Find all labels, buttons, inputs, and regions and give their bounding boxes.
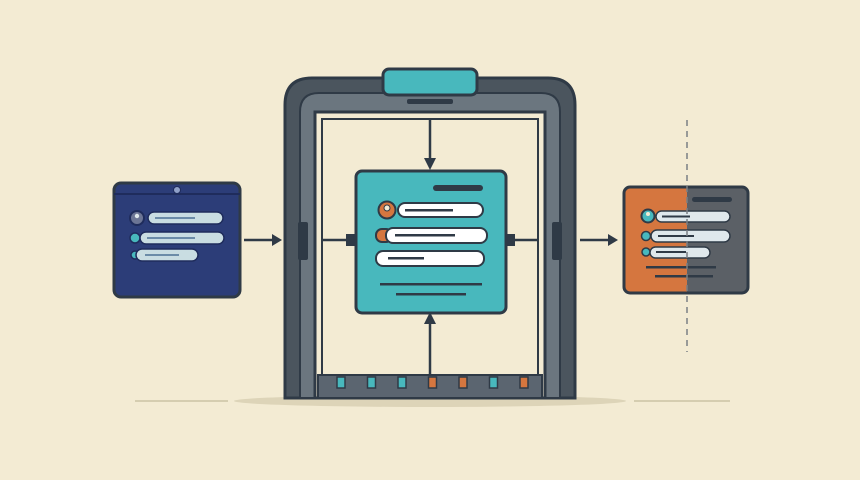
frame-sensor-right: [552, 222, 562, 260]
output-card-border: [622, 185, 750, 295]
input-row-2-dot: [129, 232, 141, 244]
floor-block: [397, 376, 407, 389]
frame-top-tab: [381, 67, 479, 97]
center-row-2-text: [395, 234, 455, 237]
input-avatar-head: [134, 213, 140, 219]
input-row-3-text: [145, 254, 179, 256]
input-row-1-text: [155, 217, 195, 219]
input-row-2-text: [147, 237, 195, 239]
center-row-3-text: [388, 257, 424, 260]
center-row-1-text: [405, 209, 453, 212]
center-card-row-3: [375, 250, 485, 267]
output-row-2-text: [658, 235, 694, 237]
input-card-dot: [173, 186, 181, 194]
arrow-frame-to-card-left: [322, 234, 355, 246]
output-card-line-1: [646, 266, 716, 269]
center-card-line-2: [396, 293, 466, 296]
output-row-1-text: [662, 215, 690, 218]
frame-sensor-left: [298, 222, 308, 260]
output-row-3-text: [656, 251, 686, 253]
arrow-frame-to-output: [580, 234, 618, 246]
output-row-3-dot: [641, 247, 651, 257]
output-card-row-1: [655, 210, 731, 223]
flow-arrows: [244, 119, 618, 375]
floor-block: [519, 376, 529, 389]
arrow-top-to-card: [424, 119, 436, 170]
center-card-line-1: [380, 283, 482, 286]
arrow-card-to-frame-right: [506, 234, 538, 246]
floor-block: [488, 376, 499, 389]
input-card: [112, 181, 242, 299]
output-row-2-dot: [640, 230, 652, 242]
floor-block: [336, 376, 346, 389]
center-card: [354, 169, 508, 315]
floor-block: [366, 376, 377, 389]
output-card-header-bar: [692, 197, 732, 202]
floor-block: [458, 376, 468, 389]
center-card-header-bar: [433, 185, 483, 191]
center-avatar-head: [383, 204, 391, 212]
output-card-line-2: [655, 275, 713, 278]
arrow-input-to-frame: [244, 234, 282, 246]
output-card: [622, 185, 750, 295]
floor-blocks: [336, 376, 529, 389]
frame-top-slot: [407, 99, 453, 104]
output-avatar-head: [646, 212, 650, 216]
arrow-bottom-to-card: [424, 312, 436, 375]
floor-block: [427, 376, 438, 389]
